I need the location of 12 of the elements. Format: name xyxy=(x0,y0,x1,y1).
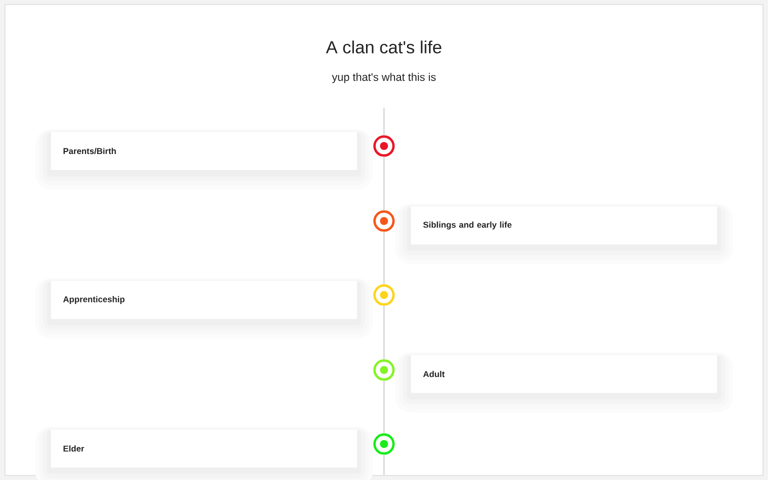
event-card: Elder xyxy=(51,430,357,468)
event-card: Siblings and early life xyxy=(411,206,717,244)
event-card: Adult xyxy=(411,355,717,393)
timeline-marker xyxy=(373,135,395,157)
event-card: Apprenticeship xyxy=(51,281,357,319)
timeline-marker xyxy=(373,210,395,232)
timeline-marker xyxy=(373,284,395,306)
subtitle: yup that's what this is xyxy=(332,72,436,84)
timeline-marker xyxy=(373,433,395,455)
timeline-marker xyxy=(373,359,395,381)
title: A clan cat's life xyxy=(326,40,442,54)
event-card: Parents/Birth xyxy=(51,132,357,170)
